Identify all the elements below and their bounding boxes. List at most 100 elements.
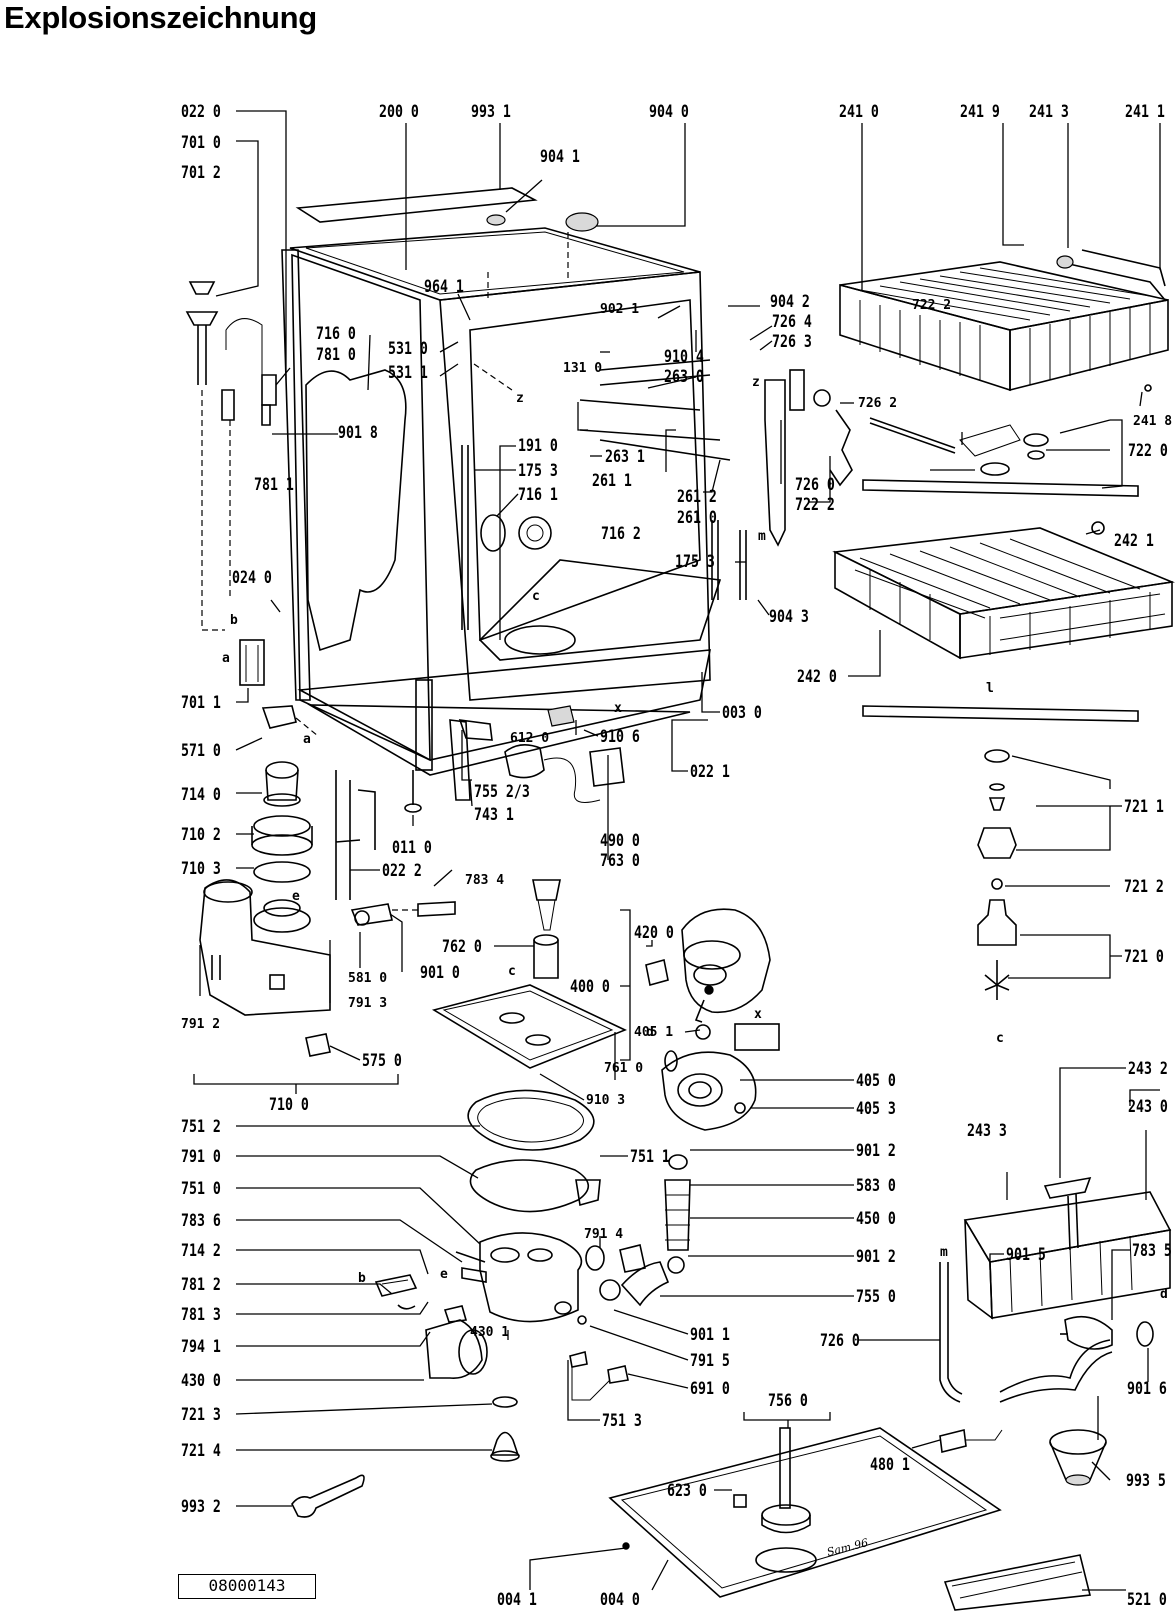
- part-label: 024 0: [232, 567, 272, 587]
- part-label: 791 0: [181, 1146, 221, 1166]
- part-label: 004 0: [600, 1589, 640, 1609]
- point-letter: d: [646, 1025, 654, 1040]
- part-number-labels: 022 0 701 0 701 2 200 0 993 1 904 0 904 …: [181, 101, 1172, 1609]
- part-label: 263 0: [664, 366, 704, 386]
- part-label: 722 0: [1128, 440, 1168, 460]
- part-label: 755 2/3: [474, 781, 530, 801]
- part-label: 263 1: [605, 446, 645, 466]
- part-label: 430 0: [181, 1370, 221, 1390]
- part-label: 910 4: [664, 346, 704, 366]
- part-label: 011 0: [392, 837, 432, 857]
- part-label: 756 0: [768, 1390, 808, 1410]
- part-label: 743 1: [474, 804, 514, 824]
- part-label: 726 4: [772, 311, 812, 331]
- point-letter: z: [516, 391, 524, 406]
- part-label: 480 1: [870, 1454, 910, 1474]
- part-label: 751 0: [181, 1178, 221, 1198]
- part-label: 191 0: [518, 435, 558, 455]
- cabinet-frame: [281, 187, 731, 776]
- part-label: 612 0: [510, 731, 549, 746]
- leader-lines: [193, 110, 1161, 1591]
- part-label: 783 4: [465, 873, 504, 888]
- part-label: 794 1: [181, 1336, 221, 1356]
- signature-text: Sam.96: [826, 1536, 870, 1559]
- part-label: 901 2: [856, 1140, 896, 1160]
- part-label: 904 2: [770, 291, 810, 311]
- part-label: 726 0: [820, 1330, 860, 1350]
- sump-assembly: [374, 879, 691, 1462]
- part-label: 004 1: [497, 1589, 537, 1609]
- part-label: 710 2: [181, 824, 221, 844]
- part-label: 450 0: [856, 1208, 896, 1228]
- part-label: 791 2: [181, 1017, 220, 1032]
- part-label: 261 2: [677, 486, 717, 506]
- part-label: 131 0: [563, 361, 602, 376]
- part-label: 241 1: [1125, 101, 1165, 121]
- part-label: 751 2: [181, 1116, 221, 1136]
- lower-basket: [832, 521, 1175, 660]
- point-letter: e: [440, 1267, 448, 1282]
- part-label: 901 1: [690, 1324, 730, 1344]
- point-letter: a: [222, 651, 230, 666]
- part-label: 901 8: [338, 422, 378, 442]
- door-hinge: [739, 369, 853, 600]
- part-label: 762 0: [442, 936, 482, 956]
- part-label: 003 0: [722, 702, 762, 722]
- part-label: 242 1: [1114, 530, 1154, 550]
- part-label: 722 2: [795, 494, 835, 514]
- part-label: 721 0: [1124, 946, 1164, 966]
- part-label: 022 1: [690, 761, 730, 781]
- part-label: 241 3: [1029, 101, 1069, 121]
- part-label: 901 5: [1006, 1244, 1046, 1264]
- point-letter: x: [614, 701, 622, 716]
- part-label: 751 3: [602, 1410, 642, 1430]
- part-label: 583 0: [856, 1175, 896, 1195]
- part-label: 964 1: [424, 276, 464, 296]
- part-label: 701 0: [181, 132, 221, 152]
- part-label: 901 2: [856, 1246, 896, 1266]
- part-label: 781 1: [254, 474, 294, 494]
- part-label: 022 0: [181, 101, 221, 121]
- point-letter: l: [986, 681, 994, 696]
- spray-arms: [862, 417, 1139, 1000]
- part-label: 993 5: [1126, 1470, 1166, 1490]
- part-label: 726 2: [858, 396, 897, 411]
- part-label: 716 1: [518, 484, 558, 504]
- part-label: 261 1: [592, 470, 632, 490]
- part-label: 405 1: [634, 1025, 673, 1040]
- part-label: 716 0: [316, 323, 356, 343]
- part-label: 901 6: [1127, 1378, 1167, 1398]
- part-label: 721 3: [181, 1404, 221, 1424]
- part-label: 420 0: [634, 922, 674, 942]
- part-label: 243 2: [1128, 1058, 1168, 1078]
- part-label: 993 1: [471, 101, 511, 121]
- part-label: 531 1: [388, 362, 428, 382]
- point-letter: b: [230, 613, 238, 628]
- part-label: 571 0: [181, 740, 221, 760]
- part-label: 405 3: [856, 1098, 896, 1118]
- part-label: 751 1: [630, 1146, 670, 1166]
- part-label: 701 1: [181, 692, 221, 712]
- part-label: 243 3: [967, 1120, 1007, 1140]
- point-letter: a: [303, 732, 311, 747]
- part-label: 791 4: [584, 1227, 623, 1242]
- part-label: 714 2: [181, 1240, 221, 1260]
- point-letter: c: [532, 589, 540, 604]
- part-label: 405 0: [856, 1070, 896, 1090]
- part-label: 241 8: [1133, 414, 1172, 429]
- part-label: 783 6: [181, 1210, 221, 1230]
- part-label: 430 1: [470, 1325, 509, 1340]
- part-label: 902 1: [600, 302, 639, 317]
- part-label: 490 0: [600, 830, 640, 850]
- part-label: 175 3: [675, 551, 715, 571]
- part-label: 904 3: [769, 606, 809, 626]
- point-letter: z: [752, 375, 760, 390]
- point-letters: a b a b c c c d d e e m m l x x z z: [222, 375, 1168, 1302]
- misc-right-parts: [291, 1176, 1172, 1518]
- part-label: 710 0: [269, 1094, 309, 1114]
- part-label: 791 3: [348, 996, 387, 1011]
- part-label: 241 9: [960, 101, 1000, 121]
- part-label: 022 2: [382, 860, 422, 880]
- point-letter: b: [358, 1271, 366, 1286]
- point-letter: m: [758, 529, 766, 544]
